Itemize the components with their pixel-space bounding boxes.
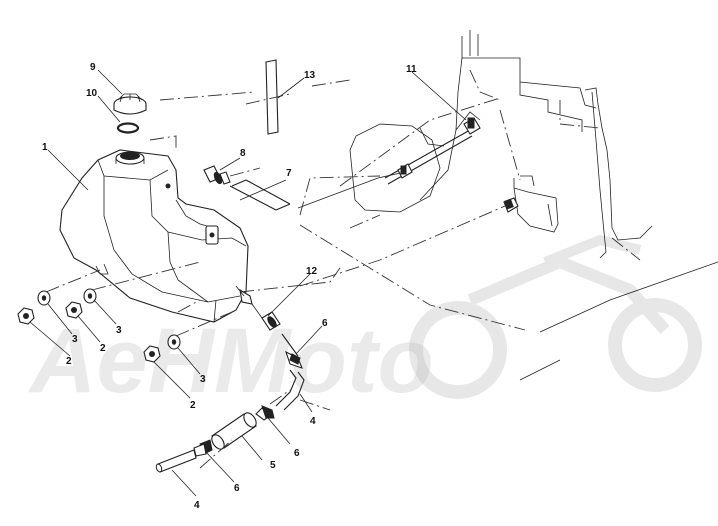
callout-9: 9 <box>90 62 96 73</box>
washer-lower <box>167 334 181 350</box>
callout-4b: 4 <box>194 500 200 511</box>
washer-middle <box>83 288 97 304</box>
callout-labels: 1 2 2 2 3 3 3 4 4 5 6 6 6 7 8 9 10 11 12… <box>42 62 417 511</box>
vent-fitting <box>503 197 519 213</box>
fuel-filter <box>211 405 275 450</box>
callout-5: 5 <box>270 460 276 471</box>
callout-3b: 3 <box>116 325 122 336</box>
motorcycle-watermark-icon <box>409 234 702 399</box>
callout-2b: 2 <box>100 343 106 354</box>
tank-strap <box>265 59 279 135</box>
leader-lines <box>29 69 467 497</box>
assembly-guide-lines <box>45 91 506 469</box>
fuel-cap <box>113 93 147 115</box>
breather-fitting <box>203 165 231 185</box>
callout-1: 1 <box>42 142 48 153</box>
callout-3c: 3 <box>200 374 206 385</box>
strap-guide-line <box>245 79 351 105</box>
cap-gasket <box>116 122 140 134</box>
watermark-text: AeHMoto <box>28 310 434 412</box>
fuel-hose <box>275 333 305 411</box>
callout-6a: 6 <box>322 318 328 329</box>
nut-lower <box>143 345 161 363</box>
fuel-line-upper <box>229 129 473 211</box>
nut-middle <box>65 301 83 319</box>
callout-6c: 6 <box>234 483 240 494</box>
callout-13: 13 <box>304 70 316 81</box>
outlet-fitting <box>235 285 281 331</box>
fuel-hose-short <box>155 449 197 473</box>
callout-4a: 4 <box>310 416 316 427</box>
callout-6b: 6 <box>294 448 300 459</box>
callout-12: 12 <box>306 266 318 277</box>
watermark: AeHMoto <box>28 234 702 412</box>
nut-left <box>17 307 35 325</box>
callout-3a: 3 <box>72 334 78 345</box>
callout-11: 11 <box>406 64 417 75</box>
seat-bracket-outline <box>349 123 445 213</box>
callout-2a: 2 <box>66 356 72 367</box>
callout-7: 7 <box>286 168 292 179</box>
callout-10: 10 <box>86 88 98 99</box>
mid-fitting <box>397 163 413 179</box>
mount-bracket <box>513 175 559 233</box>
washer-left <box>37 290 51 306</box>
callout-2c: 2 <box>190 400 196 411</box>
fuel-tank <box>59 149 249 323</box>
callout-8: 8 <box>240 148 246 159</box>
hose-clamp-lower <box>193 439 213 457</box>
fuel-valve-fitting <box>455 111 481 135</box>
